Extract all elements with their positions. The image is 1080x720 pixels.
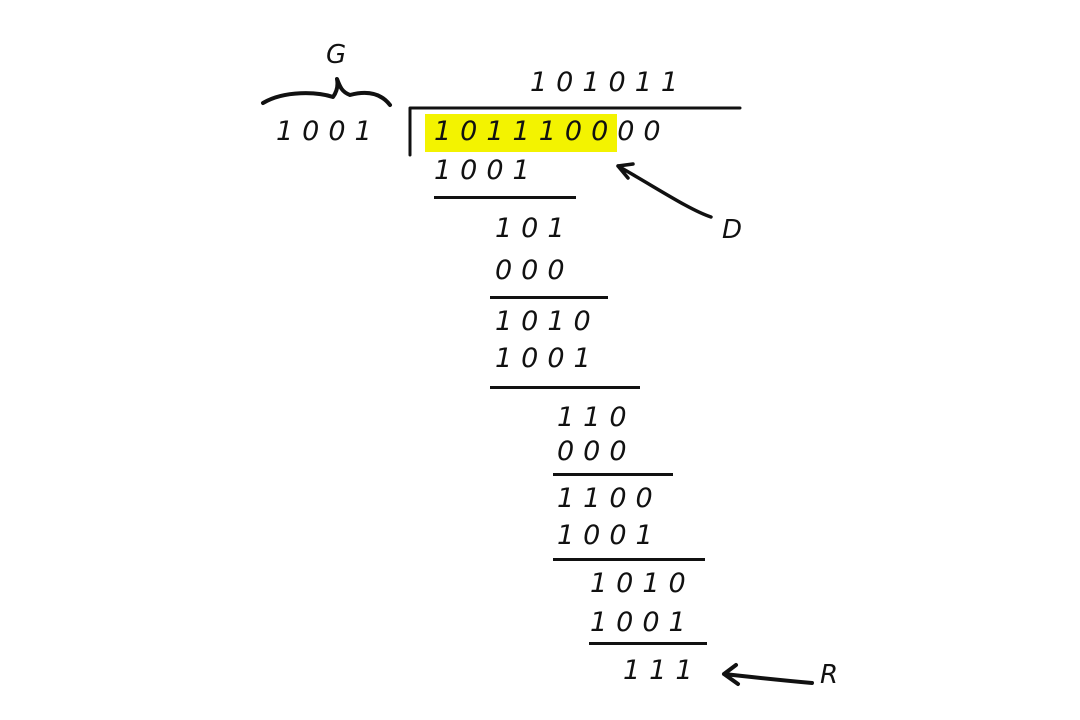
step2-rule (490, 296, 608, 299)
remainder-arrow-icon (722, 663, 814, 686)
step3-rule (490, 386, 640, 389)
remainder-value: 111 (623, 655, 702, 686)
step5-carry: 1100 (557, 483, 662, 514)
remainder-label: R (820, 660, 839, 690)
step6-subtrahend: 1001 (590, 607, 695, 638)
step2-subtrahend: 000 (495, 255, 574, 286)
step6-carry: 1010 (590, 568, 695, 599)
step1-rule (434, 196, 576, 199)
step4-subtrahend: 000 (557, 436, 636, 467)
quotient: 101011 (530, 67, 688, 98)
division-bracket (408, 106, 742, 157)
generator-label: G (326, 40, 347, 70)
step5-rule (553, 558, 705, 561)
dividend-data-bits: 101110 (434, 116, 592, 147)
step2-carry: 101 (495, 213, 574, 244)
step6-rule (589, 642, 707, 645)
step4-rule (553, 473, 673, 476)
step3-carry: 1010 (495, 306, 600, 337)
data-label: D (722, 215, 743, 245)
generator-brace-icon (261, 77, 392, 107)
dividend-padding-bits: 000 (591, 116, 670, 147)
step3-subtrahend: 1001 (495, 343, 600, 374)
divisor: 1001 (276, 116, 381, 147)
step5-subtrahend: 1001 (557, 520, 662, 551)
data-bits-highlight (425, 114, 617, 152)
step1-subtrahend: 1001 (434, 155, 539, 186)
step4-carry: 110 (557, 402, 636, 433)
dividend: 101110000 (434, 117, 670, 147)
data-arrow-icon (616, 162, 713, 219)
